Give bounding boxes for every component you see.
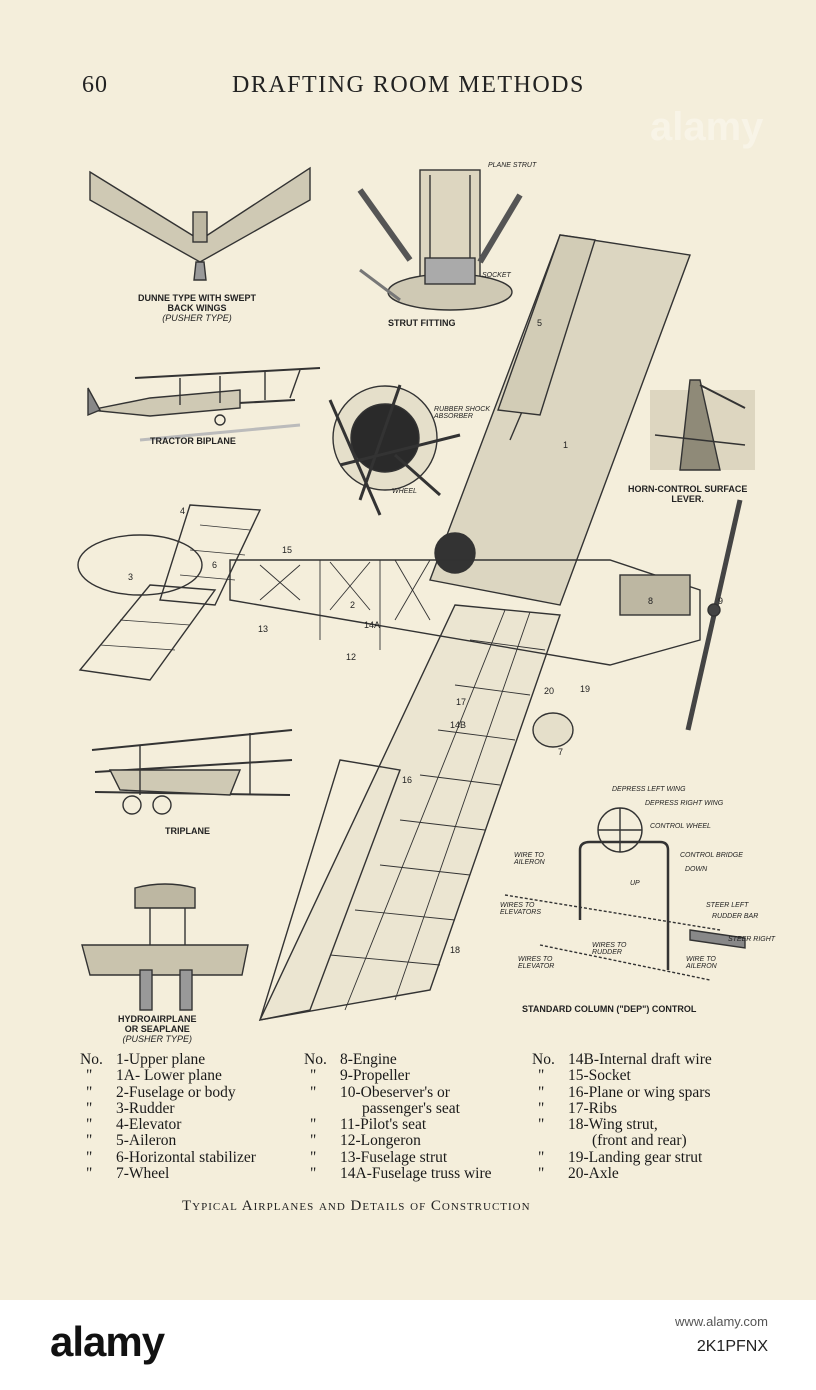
depress-right-label: DEPRESS RIGHT WING [645,800,724,807]
legend-item: "4-Elevator [86,1116,182,1134]
legend-item: "7-Wheel [86,1165,170,1183]
legend-column-2: No.8-Engine "9-Propeller "10-Obeserver's… [304,1051,492,1183]
stock-footer: alamy www.alamy.com 2K1PFNX [0,1300,816,1390]
strut-fitting-caption: STRUT FITTING [388,318,456,328]
rudder-bar-label: RUDDER BAR [712,913,759,920]
wheel-label: WHEEL [392,488,417,495]
steer-right-label: STEER RIGHT [728,936,776,943]
depress-left-label: DEPRESS LEFT WING [612,786,686,793]
part-number-label: 3 [128,572,134,582]
rubber-shock-label: RUBBER SHOCK ABSORBER [434,406,491,420]
legend-item: "19-Landing gear strut [538,1148,703,1166]
horn-control-lever-drawing [650,379,755,471]
part-number-label: 16 [402,775,413,785]
part-number-label: 17 [456,697,467,707]
figure-caption: Typical Airplanes and Details of Constru… [182,1198,531,1214]
part-number-label: 12 [346,652,357,662]
legend-item: "17-Ribs [538,1099,618,1117]
watermark: alamy [650,105,764,149]
tractor-biplane-caption: TRACTOR BIPLANE [150,436,236,446]
plane-strut-label: PLANE STRUT [488,162,537,169]
legend-item: "18-Wing strut, [538,1116,658,1134]
legend-item: "2-Fuselage or body [86,1083,236,1101]
wires-elevator-label: WIRES TO ELEVATOR [518,956,555,970]
legend-item: "16-Plane or wing spars [538,1083,711,1101]
hydroairplane-drawing [81,883,249,1011]
wire-aileron-label: WIRE TO AILERON [514,852,545,866]
legend-item: "9-Propeller [310,1067,410,1085]
legend-item: "15-Socket [538,1067,631,1085]
part-number-label: 4 [180,506,186,516]
control-wheel-label: CONTROL WHEEL [650,823,711,830]
wires-rudder-label: WIRES TO RUDDER [592,942,627,956]
part-number-label: 14A [364,620,381,630]
down-label: DOWN [685,866,708,873]
horn-control-caption: HORN-CONTROL SURFACE LEVER. [628,484,748,504]
tractor-biplane-drawing [87,367,321,442]
part-number-label: 8 [648,596,654,606]
part-number-label: 13 [258,624,269,634]
legend-column-1: No.1-Upper plane "1A- Lower plane "2-Fus… [80,1051,256,1183]
part-number-label: 20 [544,686,555,696]
part-number-label: 6 [212,560,218,570]
triplane-drawing [91,729,293,815]
part-number-label: 5 [537,318,543,328]
part-number-label: 1 [563,440,569,450]
part-number-label: 14B [450,720,467,730]
triplane-caption: TRIPLANE [165,826,210,836]
up-label: UP [630,880,640,887]
part-number-label: 15 [282,545,293,555]
image-id: 2K1PFNX [696,1338,768,1355]
legend-item: "13-Fuselage strut [310,1148,448,1166]
control-column-drawing [504,807,746,981]
legend-item: "5-Aileron [86,1132,177,1150]
control-bridge-label: CONTROL BRIDGE [680,852,743,859]
hydroairplane-caption: HYDROAIRPLANE OR SEAPLANE (PUSHER TYPE) [118,1014,197,1044]
page-header-title: DRAFTING ROOM METHODS [232,72,585,98]
control-column-caption: STANDARD COLUMN ("DEP") CONTROL [522,1004,697,1014]
legend-item: "11-Pilot's seat [310,1116,427,1134]
legend-item: "6-Horizontal stabilizer [86,1148,256,1166]
dunne-aircraft-drawing [89,166,311,281]
legend-item: (front and rear) [592,1132,687,1150]
footer-site: www.alamy.com [675,1314,768,1329]
legend-column-3: No.14B-Internal draft wire "15-Socket "1… [532,1051,712,1183]
legend-item: "14A-Fuselage truss wire [310,1165,492,1183]
legend-item: No.1-Upper plane [80,1051,206,1068]
wires-elevators-label: WIRES TO ELEVATORS [500,902,541,916]
socket-label: SOCKET [482,272,511,279]
legend-item: "12-Longeron [310,1132,421,1150]
legend-item: "1A- Lower plane [86,1067,222,1085]
legend-item: "3-Rudder [86,1099,175,1117]
legend-item: "20-Axle [538,1165,619,1183]
part-number-label: 18 [450,945,461,955]
main-aircraft-drawing [77,234,743,1021]
part-number-label: 19 [580,684,591,694]
strut-fitting-drawing [357,169,523,311]
illustration-plate [77,166,755,1021]
steer-left-label: STEER LEFT [706,902,749,909]
alamy-logo: alamy [50,1318,165,1365]
legend-item: No.8-Engine [304,1051,397,1068]
book-page: 60 DRAFTING ROOM METHODS [0,0,816,1300]
wire-aileron-2-label: WIRE TO AILERON [686,956,717,970]
part-number-label: 2 [350,600,356,610]
legend-item: passenger's seat [362,1099,460,1117]
dunne-caption: DUNNE TYPE WITH SWEPT BACK WINGS (PUSHER… [138,293,257,323]
part-number-label: 9 [718,596,724,606]
legend-item: No.14B-Internal draft wire [532,1051,712,1068]
page-number: 60 [82,72,108,98]
part-number-label: 7 [558,747,564,757]
wheel-detail-drawing [328,384,461,516]
legend-item: "10-Obeserver's or [310,1083,450,1101]
